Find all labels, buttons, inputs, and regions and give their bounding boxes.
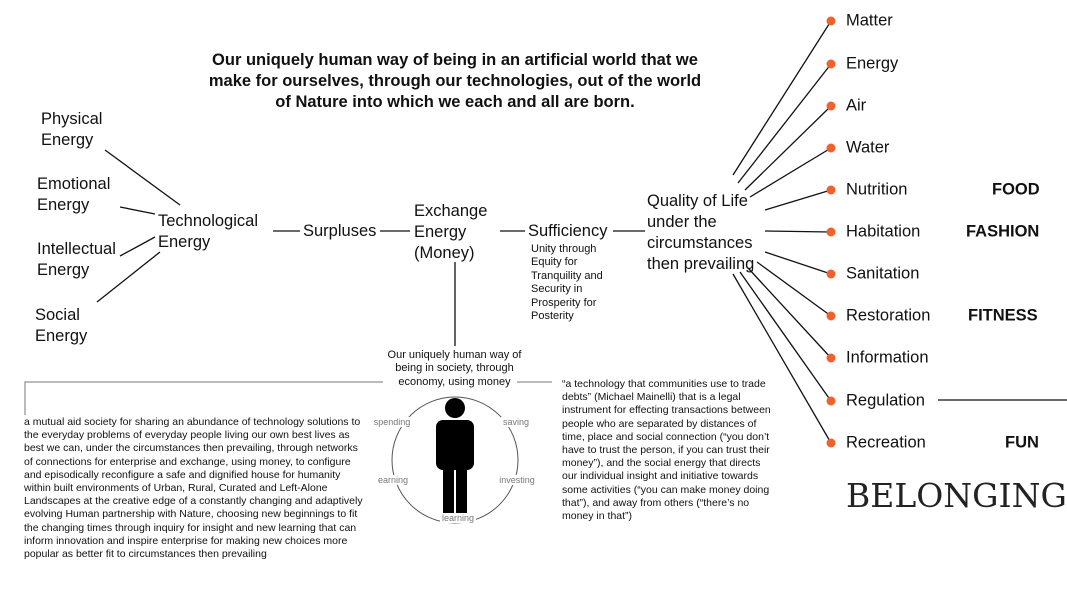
need-energy: Energy bbox=[846, 54, 899, 73]
need-restoration: Restoration bbox=[846, 306, 931, 325]
cycle-earning: earning bbox=[375, 475, 411, 485]
belonging-wordmark: BELONGING bbox=[846, 476, 1067, 515]
exchange-energy: Exchange Energy (Money) bbox=[414, 202, 488, 262]
need-regulation: Regulation bbox=[846, 391, 925, 410]
left-paragraph: a mutual aid society for sharing an abun… bbox=[24, 416, 363, 561]
social-energy: Social Energy bbox=[35, 306, 88, 345]
need-habitation: Habitation bbox=[846, 222, 921, 241]
right-paragraph: “a technology that communities use to tr… bbox=[562, 378, 771, 523]
cycle-saving: saving bbox=[500, 417, 532, 427]
need-connector bbox=[764, 189, 832, 211]
need-dot bbox=[826, 353, 836, 363]
need-connector bbox=[764, 230, 832, 233]
main-heading: Our uniquely human way of being in an ar… bbox=[208, 51, 702, 111]
need-connector bbox=[756, 261, 832, 317]
need-dot bbox=[826, 185, 836, 195]
need-connector bbox=[764, 251, 832, 275]
need-dot bbox=[826, 227, 836, 237]
need-air: Air bbox=[846, 96, 867, 115]
society-caption: Our uniquely human way of being in socie… bbox=[387, 349, 522, 388]
need-sanitation: Sanitation bbox=[846, 264, 920, 283]
need-dot bbox=[826, 143, 836, 153]
sufficiency-note: Unity through Equity for Tranquility and… bbox=[531, 243, 603, 323]
need-dot bbox=[826, 438, 836, 448]
label-fashion: FASHION bbox=[966, 222, 1040, 241]
need-dot bbox=[826, 101, 836, 111]
label-fun: FUN bbox=[1005, 433, 1039, 452]
need-dot bbox=[826, 311, 836, 321]
need-recreation: Recreation bbox=[846, 433, 926, 452]
physical-energy: Physical Energy bbox=[41, 110, 103, 149]
need-dot bbox=[826, 269, 836, 279]
label-food: FOOD bbox=[992, 180, 1040, 199]
cycle-learning: learning bbox=[439, 513, 477, 523]
need-matter: Matter bbox=[846, 11, 893, 30]
need-water: Water bbox=[846, 138, 890, 157]
quality-of-life: Quality of Life under the circumstances … bbox=[647, 192, 755, 273]
need-connector bbox=[737, 63, 832, 184]
intellectual-energy: Intellectual Energy bbox=[37, 240, 116, 279]
need-connector bbox=[732, 20, 832, 176]
sufficiency: Sufficiency bbox=[528, 222, 608, 240]
need-dot bbox=[826, 396, 836, 406]
cycle-spending: spending bbox=[371, 417, 413, 427]
need-connector bbox=[732, 273, 832, 444]
need-information: Information bbox=[846, 348, 929, 367]
emotional-energy: Emotional Energy bbox=[37, 175, 111, 214]
cycle-investing: investing bbox=[497, 475, 537, 485]
need-dot bbox=[826, 16, 836, 26]
surpluses: Surpluses bbox=[303, 222, 377, 240]
need-connector bbox=[744, 105, 832, 191]
need-connector bbox=[747, 267, 832, 359]
need-connector bbox=[739, 271, 832, 402]
label-fitness: FITNESS bbox=[968, 306, 1038, 325]
need-dot bbox=[826, 59, 836, 69]
need-nutrition: Nutrition bbox=[846, 180, 908, 199]
technological-energy: Technological Energy bbox=[158, 212, 258, 251]
need-connector bbox=[749, 147, 832, 198]
